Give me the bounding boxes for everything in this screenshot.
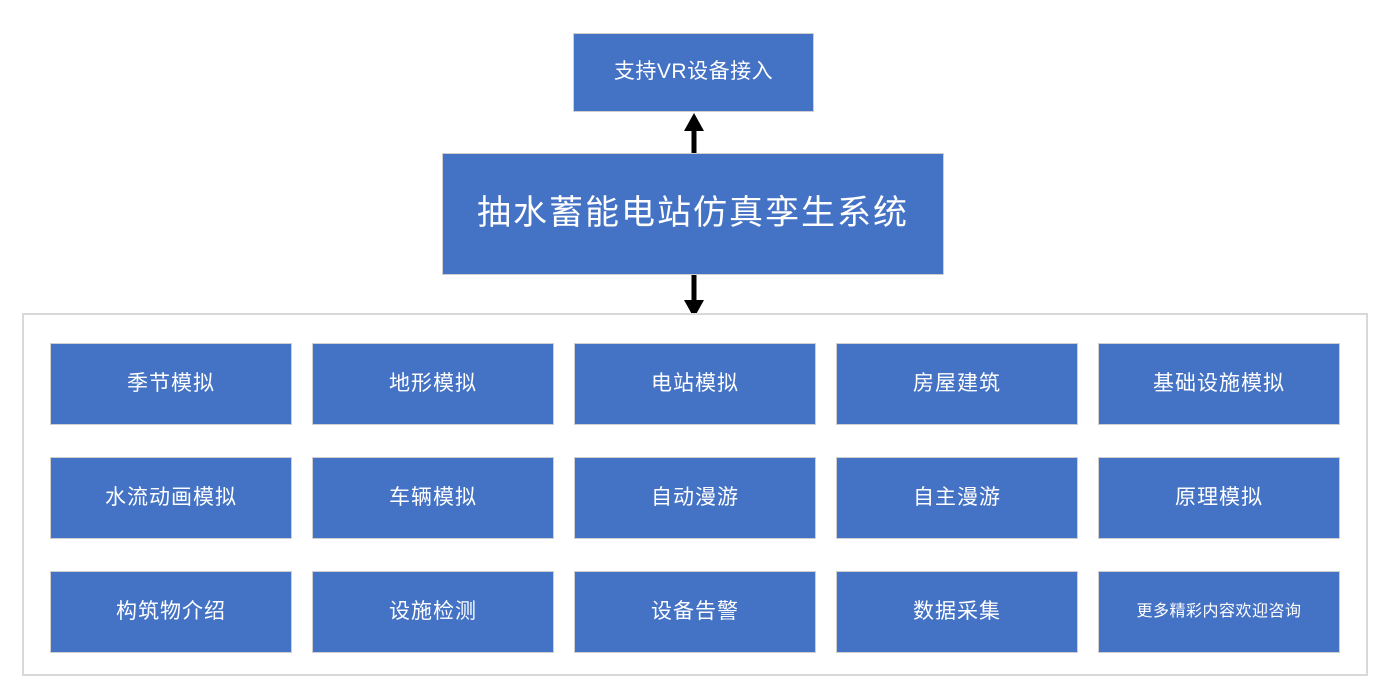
feature-modules-container: 季节模拟 地形模拟 电站模拟 房屋建筑 基础设施模拟水流动画模拟 车辆模拟 自动漫游 自主漫游… bbox=[22, 313, 1368, 676]
feature-node[interactable]: 构筑物介绍 bbox=[50, 571, 292, 653]
arrow-up-icon bbox=[681, 112, 707, 156]
feature-modules-grid: 季节模拟 地形模拟 电站模拟 房屋建筑 基础设施模拟水流动画模拟 车辆模拟 自动漫游 自主漫游… bbox=[50, 343, 1342, 653]
feature-node[interactable]: 设备告警 bbox=[574, 571, 816, 653]
feature-node[interactable]: 水流动画模拟 bbox=[50, 457, 292, 539]
feature-node[interactable]: 季节模拟 bbox=[50, 343, 292, 425]
feature-node-label: 水流动画模拟 bbox=[105, 486, 237, 510]
feature-node[interactable]: 房屋建筑 bbox=[836, 343, 1078, 425]
feature-node[interactable]: 更多精彩内容欢迎咨询 bbox=[1098, 571, 1340, 653]
feature-node-label: 数据采集 bbox=[913, 600, 1001, 624]
feature-node-label: 电站模拟 bbox=[651, 372, 739, 396]
feature-node[interactable]: 电站模拟 bbox=[574, 343, 816, 425]
system-title-label: 抽水蓄能电站仿真孪生系统 bbox=[477, 194, 909, 233]
feature-node[interactable]: 地形模拟 bbox=[312, 343, 554, 425]
feature-node-label: 房屋建筑 bbox=[913, 372, 1001, 396]
feature-node-label: 地形模拟 bbox=[389, 372, 477, 396]
feature-node-label: 设施检测 bbox=[389, 600, 477, 624]
feature-node[interactable]: 基础设施模拟 bbox=[1098, 343, 1340, 425]
feature-node[interactable]: 设施检测 bbox=[312, 571, 554, 653]
feature-node[interactable]: 车辆模拟 bbox=[312, 457, 554, 539]
feature-node-label: 车辆模拟 bbox=[389, 486, 477, 510]
feature-node-label: 原理模拟 bbox=[1175, 486, 1263, 510]
feature-node-label: 基础设施模拟 bbox=[1153, 372, 1285, 396]
feature-node[interactable]: 数据采集 bbox=[836, 571, 1078, 653]
feature-node-label: 自动漫游 bbox=[651, 486, 739, 510]
arrow-down-icon bbox=[681, 275, 707, 319]
feature-node-label: 设备告警 bbox=[651, 600, 739, 624]
feature-node[interactable]: 自动漫游 bbox=[574, 457, 816, 539]
feature-node[interactable]: 原理模拟 bbox=[1098, 457, 1340, 539]
feature-node[interactable]: 自主漫游 bbox=[836, 457, 1078, 539]
vr-support-node[interactable]: 支持VR设备接入 bbox=[573, 33, 814, 112]
vr-support-node-label: 支持VR设备接入 bbox=[613, 60, 774, 84]
feature-node-label: 自主漫游 bbox=[913, 486, 1001, 510]
feature-node-label: 更多精彩内容欢迎咨询 bbox=[1136, 603, 1302, 621]
system-title-node[interactable]: 抽水蓄能电站仿真孪生系统 bbox=[442, 153, 944, 275]
feature-node-label: 季节模拟 bbox=[127, 372, 215, 396]
feature-node-label: 构筑物介绍 bbox=[116, 600, 226, 624]
